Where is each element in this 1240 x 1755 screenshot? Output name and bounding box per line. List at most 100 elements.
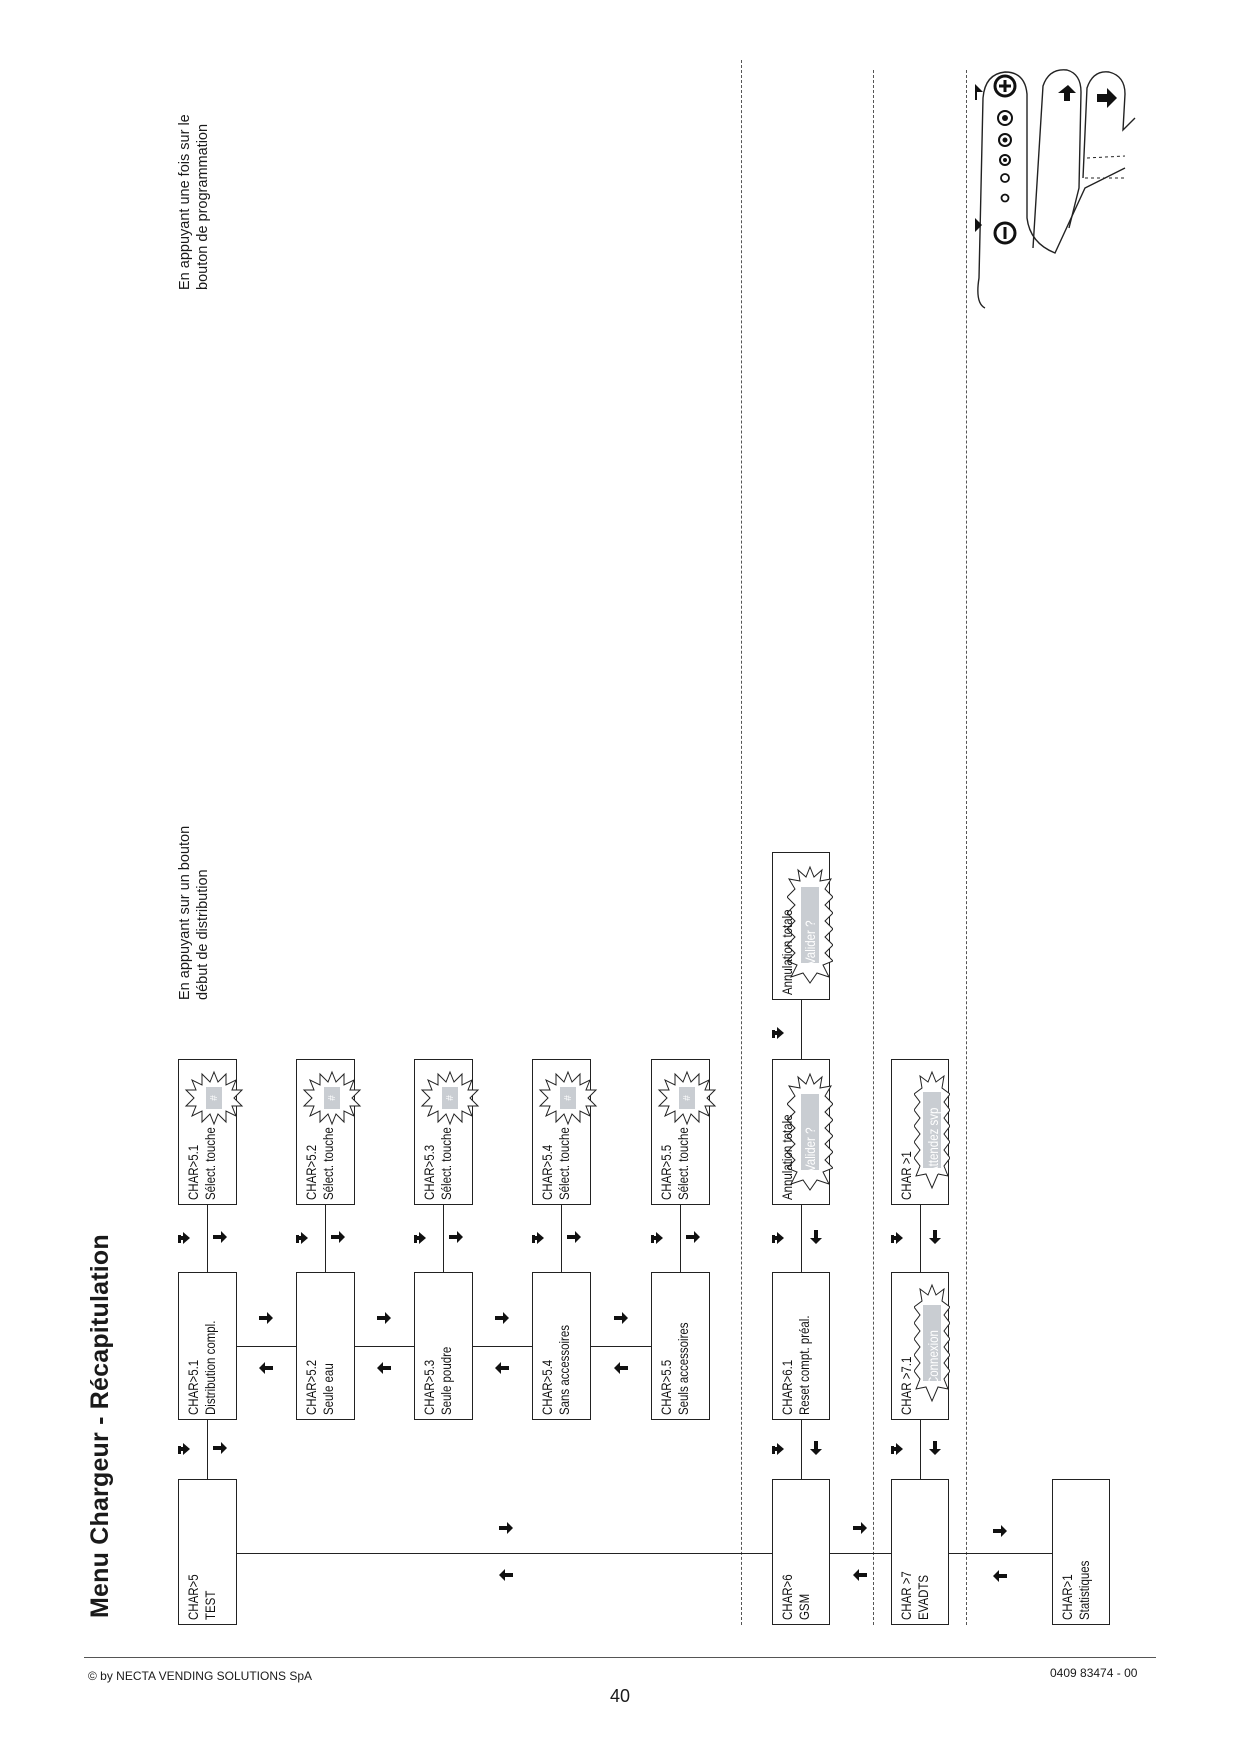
enter-icon (294, 1229, 310, 1245)
connector (207, 1205, 209, 1272)
arrow-down-icon (808, 1440, 824, 1456)
arrow-right-icon (852, 1520, 868, 1536)
enter-icon (889, 1440, 905, 1456)
arrow-right-icon (494, 1310, 510, 1326)
select-code: CHAR>5.3 (421, 1144, 437, 1200)
connector (561, 1205, 563, 1272)
connector (949, 1553, 1052, 1555)
arrow-left-icon (992, 1568, 1008, 1584)
arrow-right-icon (566, 1229, 582, 1245)
connector (473, 1346, 532, 1348)
starburst-icon: # (184, 1070, 244, 1126)
connector (920, 1420, 922, 1479)
sub-box-7-1[interactable]: CHAR >7.1 Connexion (891, 1272, 950, 1420)
arrow-right-icon (212, 1229, 228, 1245)
enter-icon (770, 1024, 786, 1040)
connector (801, 1000, 803, 1059)
sub-name: Seuls accessoires (675, 1322, 691, 1415)
note-line: bouton de programmation (195, 123, 211, 290)
confirm-box-1[interactable]: Annulation totale Valider ? (772, 1059, 833, 1205)
connector (680, 1205, 682, 1272)
sub-code: CHAR>6.1 (779, 1359, 795, 1415)
arrow-right-icon (212, 1440, 228, 1456)
connector (443, 1205, 445, 1272)
wait-prompt: Attendez svp (925, 1107, 941, 1174)
starburst-icon (914, 1283, 950, 1403)
enter-icon (176, 1229, 192, 1245)
confirm-prompt: Valider ? (802, 920, 818, 965)
select-code: CHAR>5.4 (539, 1144, 555, 1200)
arrow-left-icon (852, 1567, 868, 1583)
separator (873, 70, 874, 1625)
sub-name: Distribution compl. (202, 1320, 218, 1415)
connector (920, 1205, 922, 1272)
page-title: Menu Chargeur - Récapitulation (86, 1234, 114, 1618)
hash-symbol: # (327, 1095, 338, 1101)
arrow-down-icon (927, 1229, 943, 1245)
hash-symbol: # (445, 1095, 456, 1101)
page-number: 40 (610, 1686, 631, 1706)
note-distribution: En appuyant sur un bouton début de distr… (176, 826, 212, 1000)
arrow-left-icon (613, 1360, 629, 1376)
menu-name: TEST (202, 1590, 218, 1620)
connector (237, 1553, 772, 1555)
confirm-label: Annulation totale (779, 909, 795, 995)
menu-code: CHAR>6 (779, 1574, 795, 1620)
confirm-box-2[interactable]: Annulation totale Valider ? (772, 852, 833, 1000)
arrow-right-icon (992, 1523, 1008, 1539)
arrow-right-icon (613, 1310, 629, 1326)
sub-name: Seule eau (320, 1363, 336, 1415)
starburst-icon (914, 1070, 950, 1190)
separator (966, 70, 967, 1625)
sub-name: Sans accessoires (556, 1325, 572, 1415)
footer-code: 0409 83474 - 00 (1050, 1666, 1138, 1680)
wait-box-7[interactable]: CHAR >1 Attendez svp (891, 1059, 950, 1205)
menu-name: EVADTS (915, 1574, 931, 1620)
footer-copyright: © by NECTA VENDING SOLUTIONS SpA (88, 1669, 313, 1683)
menu-name: GSM (796, 1593, 812, 1620)
keypad-hand-icon (975, 69, 1136, 309)
hash-symbol: # (209, 1095, 220, 1101)
note-line: début de distribution (195, 869, 211, 1000)
note-programming: En appuyant une fois sur le bouton de pr… (176, 114, 212, 290)
arrow-left-icon (498, 1567, 514, 1583)
arrow-right-icon (498, 1520, 514, 1536)
hash-symbol: # (682, 1095, 693, 1101)
note-line: En appuyant une fois sur le (177, 114, 193, 290)
select-code: CHAR>5.2 (303, 1144, 319, 1200)
enter-icon (176, 1440, 192, 1456)
arrow-right-icon (376, 1310, 392, 1326)
separator (741, 60, 742, 1625)
starburst-icon: # (657, 1070, 717, 1126)
select-prompt: Sélect. touche (675, 1127, 691, 1200)
connector (237, 1346, 296, 1348)
enter-icon (770, 1440, 786, 1456)
enter-icon (649, 1229, 665, 1245)
select-prompt: Sélect. touche (438, 1127, 454, 1200)
enter-icon (530, 1229, 546, 1245)
menu-name: Statistiques (1076, 1560, 1092, 1620)
arrow-right-icon (685, 1229, 701, 1245)
confirm-label: Annulation totale (779, 1114, 795, 1200)
select-prompt: Sélect. touche (556, 1127, 572, 1200)
starburst-icon (787, 1072, 833, 1191)
menu-code: CHAR >7 (898, 1571, 914, 1620)
sub-code: CHAR >7.1 (898, 1356, 914, 1415)
sub-code: CHAR>5.4 (539, 1359, 555, 1415)
connector (355, 1346, 414, 1348)
